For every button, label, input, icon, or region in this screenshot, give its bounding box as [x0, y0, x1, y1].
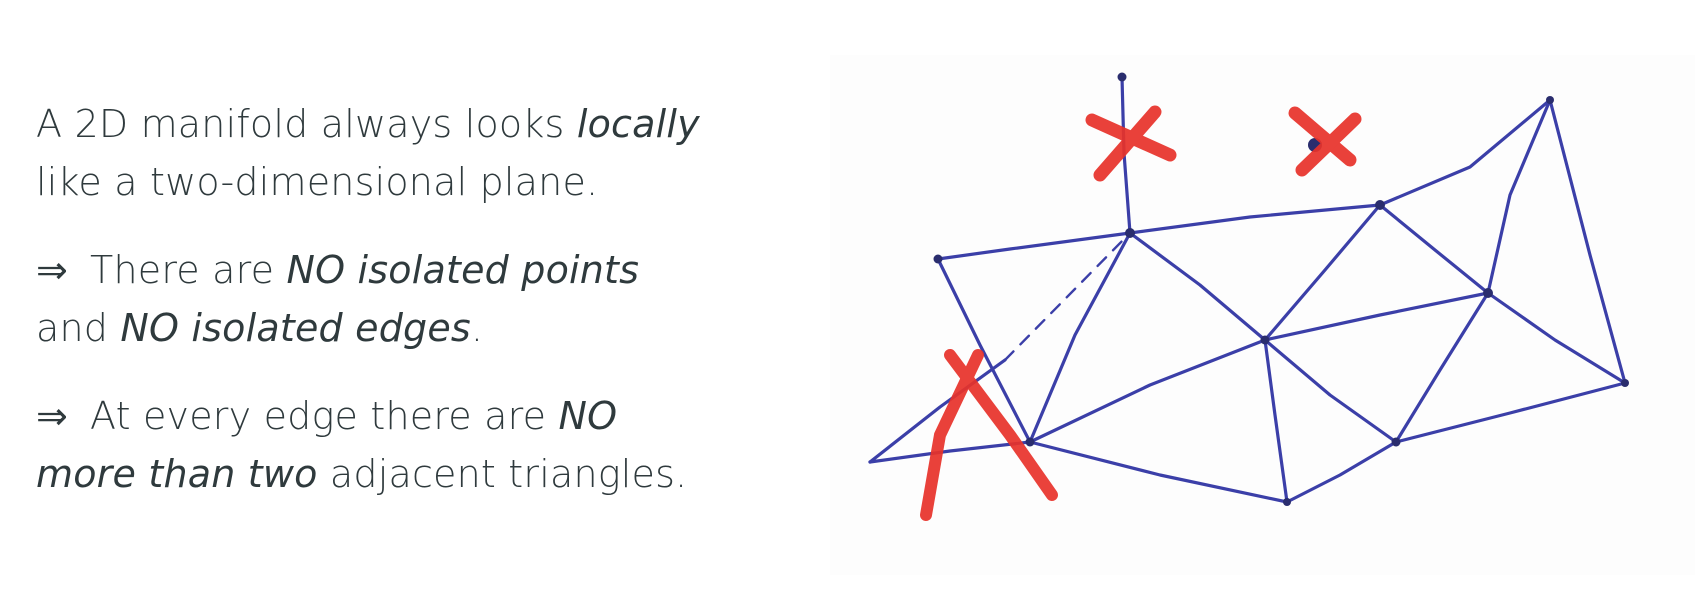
rule1-period: . [470, 306, 484, 350]
cross-mark-icon [1288, 106, 1357, 167]
edge-right-inner [1486, 98, 1552, 295]
edge-dangling-diag [868, 358, 1007, 464]
vertex [1260, 335, 1270, 345]
rule2-text-end: adjacent triangles. [317, 452, 688, 496]
edge-bottom-center [1263, 338, 1398, 444]
vertex [1025, 437, 1035, 447]
edge-diag-up [1263, 203, 1382, 342]
cross-mark-icon [920, 349, 984, 521]
implies-arrow-icon: ⇒ [36, 394, 69, 438]
red-crosses [920, 105, 1362, 521]
mesh-edges [868, 75, 1627, 504]
rule1-emphasis-edges: NO isolated edges [120, 306, 471, 350]
manifold-definition: A 2D manifold always looks locally like … [36, 95, 716, 211]
triangle-mesh-sketch [830, 55, 1695, 575]
implies-arrow-icon: ⇒ [36, 248, 69, 292]
edge-bottom-right-diag [1394, 291, 1490, 444]
edge-diag-right [1378, 203, 1490, 295]
definition-text-line2: like a two-dimensional plane. [36, 160, 599, 204]
isolated-elements-rule: ⇒ There are NO isolated points and NO iso… [36, 241, 716, 357]
vertex [1125, 228, 1135, 238]
vertex [1391, 437, 1401, 447]
rule2-emphasis-no: NO [558, 394, 618, 438]
vertex [1375, 200, 1385, 210]
edge-top-middle [1128, 203, 1382, 235]
mesh-vertices [933, 72, 1629, 506]
rule2-emphasis-more: more than two [36, 452, 318, 496]
rule1-text-and: and [36, 306, 121, 350]
vertex [1483, 288, 1493, 298]
adjacent-triangles-rule: ⇒ At every edge there are NO more than tw… [36, 387, 716, 503]
edge-top-left [936, 231, 1132, 261]
edge-down [1263, 338, 1289, 504]
rule2-text: At every edge there are [90, 394, 559, 438]
vertex [1621, 379, 1629, 387]
definition-text: A 2D manifold always looks [36, 102, 577, 146]
edge-right-outer [1548, 98, 1627, 385]
edge-center-left [1028, 231, 1132, 444]
text-column: A 2D manifold always looks locally like … [36, 95, 716, 533]
edge-lower-center [1028, 338, 1267, 444]
edge-center [1128, 231, 1267, 342]
edge-bottom-tip [1285, 440, 1398, 504]
cross-mark-icon [1093, 105, 1162, 182]
edge-left-side [936, 257, 1032, 444]
definition-emphasis: locally [576, 102, 700, 146]
vertex [933, 254, 943, 264]
mesh-drawing [868, 72, 1629, 521]
edge-bottom [1028, 440, 1289, 504]
edge-middle-right [1263, 291, 1490, 342]
edge-dangling-bottom [868, 440, 1032, 464]
cross-mark-icon [1295, 112, 1362, 177]
edge-bottom-right [1394, 381, 1627, 444]
vertex [1546, 96, 1554, 104]
edge-right-lower [1486, 291, 1627, 385]
vertex [1283, 498, 1291, 506]
edge-top-right [1378, 98, 1552, 207]
rule1-emphasis-points: NO isolated points [286, 248, 640, 292]
vertex [1117, 72, 1127, 82]
dashed-edge [1003, 231, 1132, 362]
rule1-text: There are [90, 248, 287, 292]
